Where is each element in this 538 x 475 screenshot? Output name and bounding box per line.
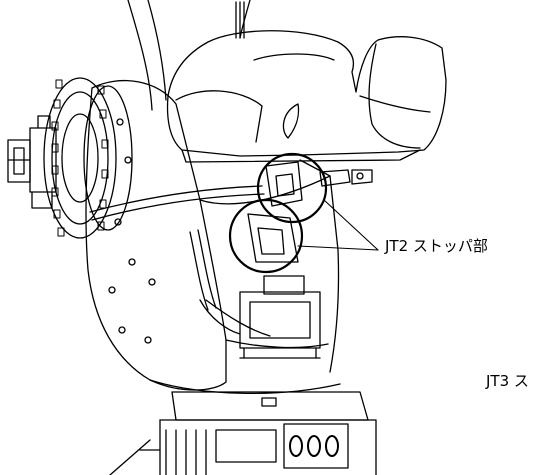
robot-base bbox=[109, 391, 377, 475]
jt2-stopper-parts bbox=[247, 161, 373, 263]
link-plate-bolts bbox=[108, 118, 156, 344]
motor-cover bbox=[166, 30, 447, 163]
jt3-motor bbox=[199, 275, 321, 359]
jt2-stopper-label: JT2 ストッパ部 bbox=[385, 237, 488, 255]
upper-arm bbox=[127, 0, 251, 111]
link-plate bbox=[85, 80, 341, 394]
jt3-stopper-label: JT3 ス bbox=[486, 372, 529, 390]
jt2-motor bbox=[7, 115, 57, 209]
jt2-bearing-ring bbox=[43, 77, 133, 239]
jt2-leader-lines bbox=[297, 199, 379, 251]
jt2-stopper-highlight bbox=[228, 152, 328, 274]
